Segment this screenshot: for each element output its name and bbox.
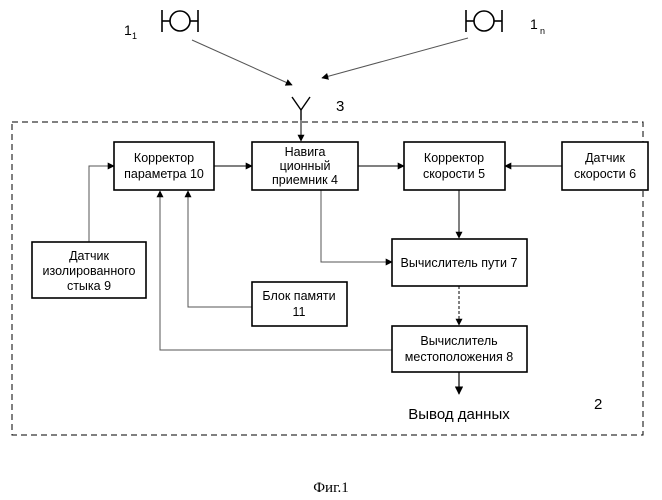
satellite-n-index: n (540, 26, 545, 36)
svg-text:Навига: Навига (285, 145, 326, 159)
svg-text:ционный: ционный (280, 159, 331, 173)
position-calculator-block: Вычислитель местоположения 8 (392, 326, 527, 372)
svg-text:скорости 5: скорости 5 (423, 167, 485, 181)
svg-text:11: 11 (293, 305, 306, 319)
svg-text:Датчик: Датчик (69, 249, 109, 263)
antenna-label: 3 (336, 98, 344, 115)
satellite-n-label: 1 (530, 16, 538, 32)
nav-receiver-block: Навига ционный приемник 4 (252, 142, 358, 190)
svg-text:Вычислитель: Вычислитель (420, 334, 497, 348)
svg-text:стыка 9: стыка 9 (67, 279, 111, 293)
svg-text:местоположения 8: местоположения 8 (405, 350, 513, 364)
memory-to-corrector (188, 191, 252, 307)
joint-sensor-block: Датчик изолированного стыка 9 (32, 242, 146, 298)
figure-caption: Фиг.1 (313, 480, 349, 496)
signal-arrow-n (322, 38, 468, 78)
svg-text:параметра 10: параметра 10 (124, 167, 204, 181)
path-calculator-block: Вычислитель пути 7 (392, 239, 527, 286)
svg-text:Датчик: Датчик (585, 151, 625, 165)
satellite-n-icon (466, 10, 502, 32)
param-corrector-block: Корректор параметра 10 (114, 142, 214, 190)
svg-text:приемник 4: приемник 4 (272, 173, 338, 187)
signal-arrow-1 (192, 40, 292, 85)
satellite-1-label: 1 (124, 22, 132, 38)
svg-text:скорости 6: скорости 6 (574, 167, 636, 181)
satellite-1-index: 1 (132, 31, 137, 41)
speed-sensor-block: Датчик скорости 6 (562, 142, 648, 190)
svg-text:Корректор: Корректор (134, 151, 194, 165)
svg-text:изолированного: изолированного (43, 264, 136, 278)
speed-corrector-block: Корректор скорости 5 (404, 142, 505, 190)
svg-text:Корректор: Корректор (424, 151, 484, 165)
svg-text:Вычислитель пути 7: Вычислитель пути 7 (401, 256, 518, 270)
antenna-icon (292, 97, 310, 120)
satellite-1-icon (162, 10, 198, 32)
receiver-to-path (321, 189, 392, 262)
svg-text:Блок памяти: Блок памяти (262, 289, 335, 303)
memory-block: Блок памяти 11 (252, 282, 347, 326)
system-label: 2 (594, 396, 602, 413)
output-label: Вывод данных (408, 406, 510, 423)
joint-sensor-to-corrector (89, 166, 114, 242)
